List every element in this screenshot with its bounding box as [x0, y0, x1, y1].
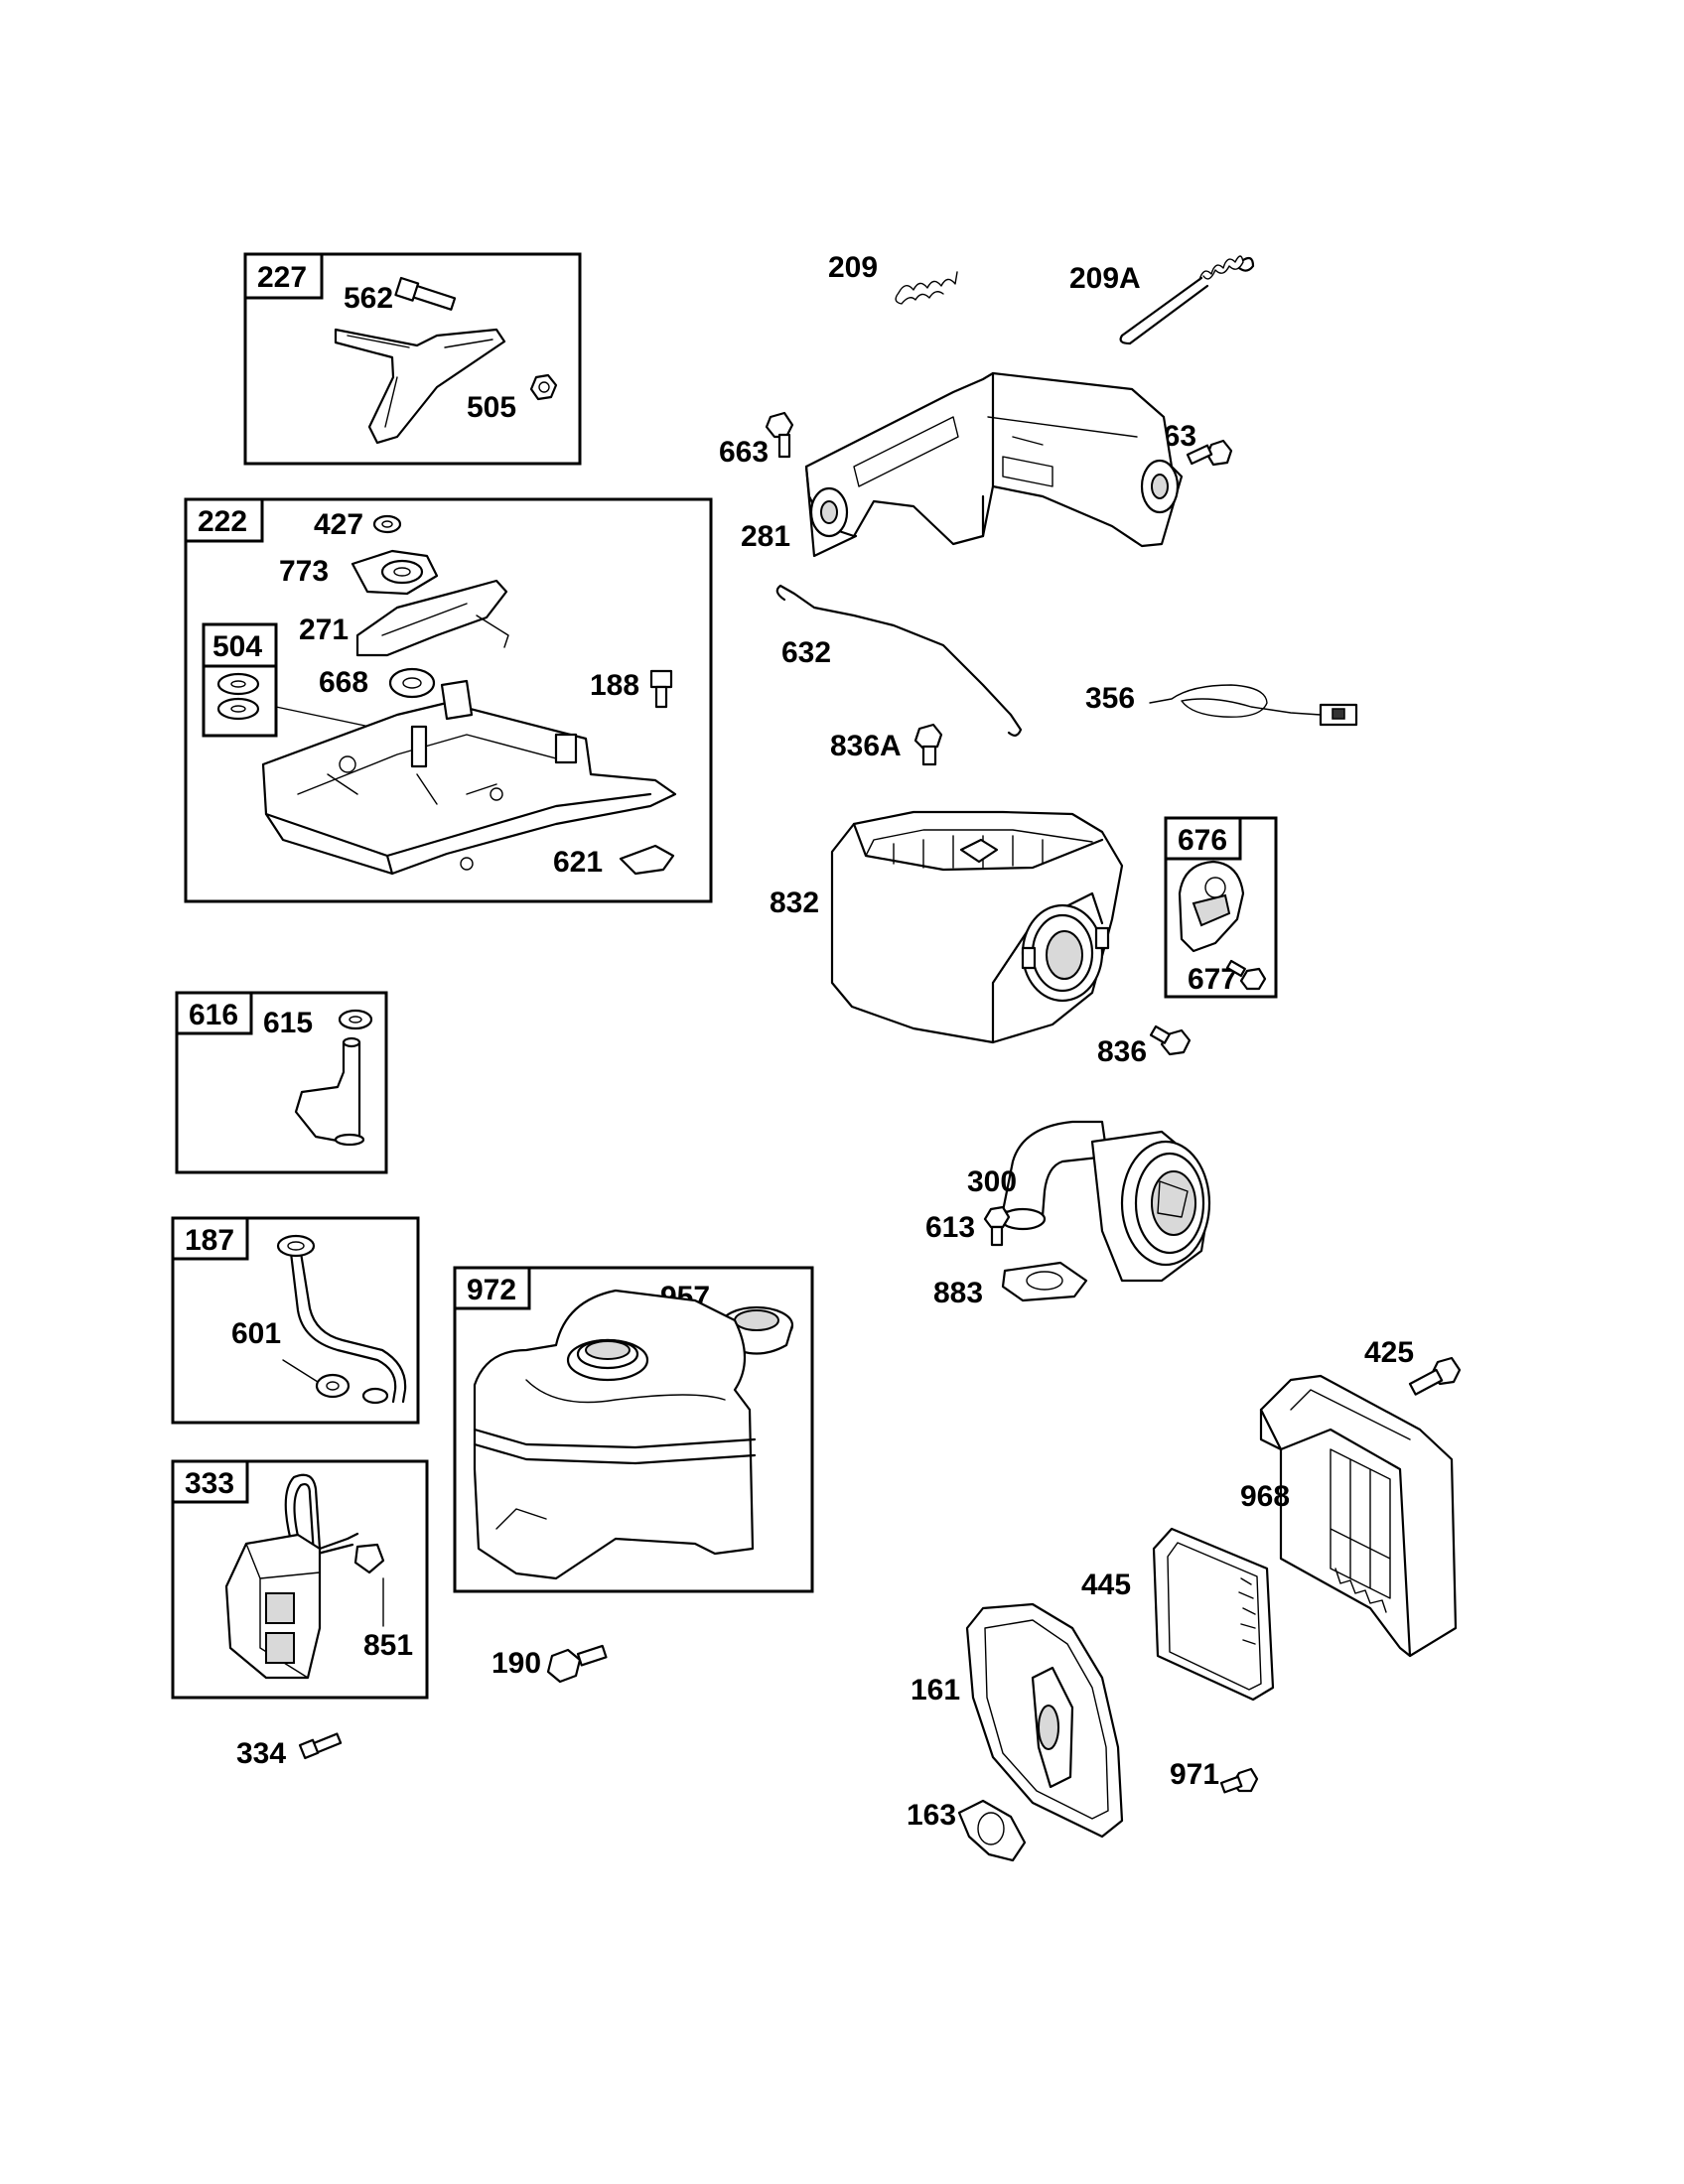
bolt-190: [546, 1644, 608, 1684]
label-773: 773: [279, 555, 329, 588]
governor-base-plate: [261, 701, 677, 876]
clamp-601-top: [276, 1234, 316, 1258]
gasket-883: [1001, 1261, 1088, 1302]
label-632: 632: [781, 636, 831, 669]
group-676: 676 677: [1164, 816, 1278, 999]
label-836: 836: [1097, 1035, 1147, 1068]
bolt-562: [394, 276, 457, 311]
label-427: 427: [314, 508, 363, 541]
group-187-frame: [171, 1216, 420, 1425]
group-616: 616 615: [175, 991, 388, 1174]
screw-971: [1219, 1767, 1259, 1794]
air-filter-445: [1152, 1527, 1275, 1702]
air-cleaner-cover-968: [1259, 1374, 1458, 1658]
clip-621: [619, 844, 675, 876]
label-190: 190: [491, 1647, 541, 1680]
wire-356: [1149, 684, 1322, 718]
label-601: 601: [231, 1317, 281, 1350]
governor-lever-271: [355, 579, 508, 657]
label-836a: 836A: [830, 730, 902, 762]
label-227: 227: [257, 261, 307, 294]
throttle-bracket: [334, 328, 506, 445]
spark-plug-boot: [353, 1543, 385, 1574]
label-616: 616: [189, 999, 238, 1031]
group-676-tag: [1164, 816, 1242, 861]
label-222: 222: [198, 505, 247, 538]
label-281: 281: [741, 520, 790, 553]
group-333-frame: [171, 1459, 429, 1700]
label-425: 425: [1364, 1336, 1414, 1369]
label-505: 505: [467, 391, 516, 424]
label-668: 668: [319, 666, 368, 699]
label-300: 300: [967, 1165, 1017, 1198]
label-271: 271: [299, 614, 349, 646]
group-972-frame: [453, 1266, 814, 1593]
group-616-frame: [175, 991, 388, 1174]
dipstick-tube-616: [294, 1040, 361, 1144]
nut-505: [529, 373, 558, 401]
screw-334: [298, 1732, 343, 1760]
screw-613: [983, 1205, 1011, 1247]
label-971: 971: [1170, 1758, 1219, 1791]
gasket-163: [957, 1799, 1027, 1862]
link-632: [775, 584, 1023, 737]
air-cleaner-base-161: [965, 1602, 1124, 1839]
bolt-836: [1149, 1024, 1192, 1056]
spring-209a: [1119, 255, 1255, 345]
label-883: 883: [933, 1277, 983, 1309]
group-227: 227 562 505: [243, 252, 582, 466]
label-832: 832: [770, 887, 819, 919]
bolt-836a: [913, 723, 943, 766]
group-333: 333 851: [171, 1459, 429, 1700]
label-851: 851: [363, 1629, 413, 1662]
screw-663-left: [765, 411, 794, 459]
label-187: 187: [185, 1224, 234, 1257]
label-188: 188: [590, 669, 639, 702]
spring-209: [895, 271, 958, 305]
washer-504-top: [216, 672, 260, 696]
label-209: 209: [828, 251, 878, 284]
label-209a: 209A: [1069, 262, 1141, 295]
fuel-line-187: [289, 1251, 407, 1404]
label-334: 334: [236, 1737, 286, 1770]
label-356: 356: [1085, 682, 1135, 715]
label-161: 161: [911, 1674, 960, 1706]
group-227-frame: [243, 252, 582, 466]
label-621: 621: [553, 846, 603, 879]
label-504: 504: [212, 630, 262, 663]
seal-668: [388, 667, 436, 699]
label-163: 163: [907, 1799, 956, 1832]
group-222: 222 427 773 271 668 188 504: [184, 497, 713, 903]
group-187-tag: [171, 1216, 249, 1261]
seal-615: [338, 1009, 373, 1030]
label-968: 968: [1240, 1480, 1290, 1513]
group-616-tag: [175, 991, 253, 1035]
fuel-tank-972: [473, 1289, 755, 1580]
label-615: 615: [263, 1007, 313, 1039]
group-187: 187 601: [171, 1216, 420, 1425]
screw-677: [1225, 959, 1267, 991]
muffler-300: [999, 1120, 1211, 1283]
label-663-left: 663: [719, 436, 769, 469]
clamp-601-bottom: [315, 1373, 351, 1399]
washer-504-bottom: [216, 697, 260, 721]
label-613: 613: [925, 1211, 975, 1244]
group-222-tag: [184, 497, 264, 543]
group-227-tag: [243, 252, 324, 300]
group-333-tag: [171, 1459, 249, 1504]
label-972: 972: [467, 1274, 516, 1306]
washer-427: [372, 514, 402, 534]
group-222-frame: [184, 497, 713, 903]
label-445: 445: [1081, 1569, 1131, 1601]
label-676: 676: [1178, 824, 1227, 857]
screw-663-right: [1186, 439, 1233, 467]
group-972: 972 957: [453, 1266, 814, 1593]
bolt-425: [1408, 1356, 1462, 1396]
group-504-tag: [202, 622, 278, 668]
bolt-188: [649, 669, 673, 709]
label-333: 333: [185, 1467, 234, 1500]
label-562: 562: [344, 282, 393, 315]
group-972-tag: [453, 1266, 531, 1310]
